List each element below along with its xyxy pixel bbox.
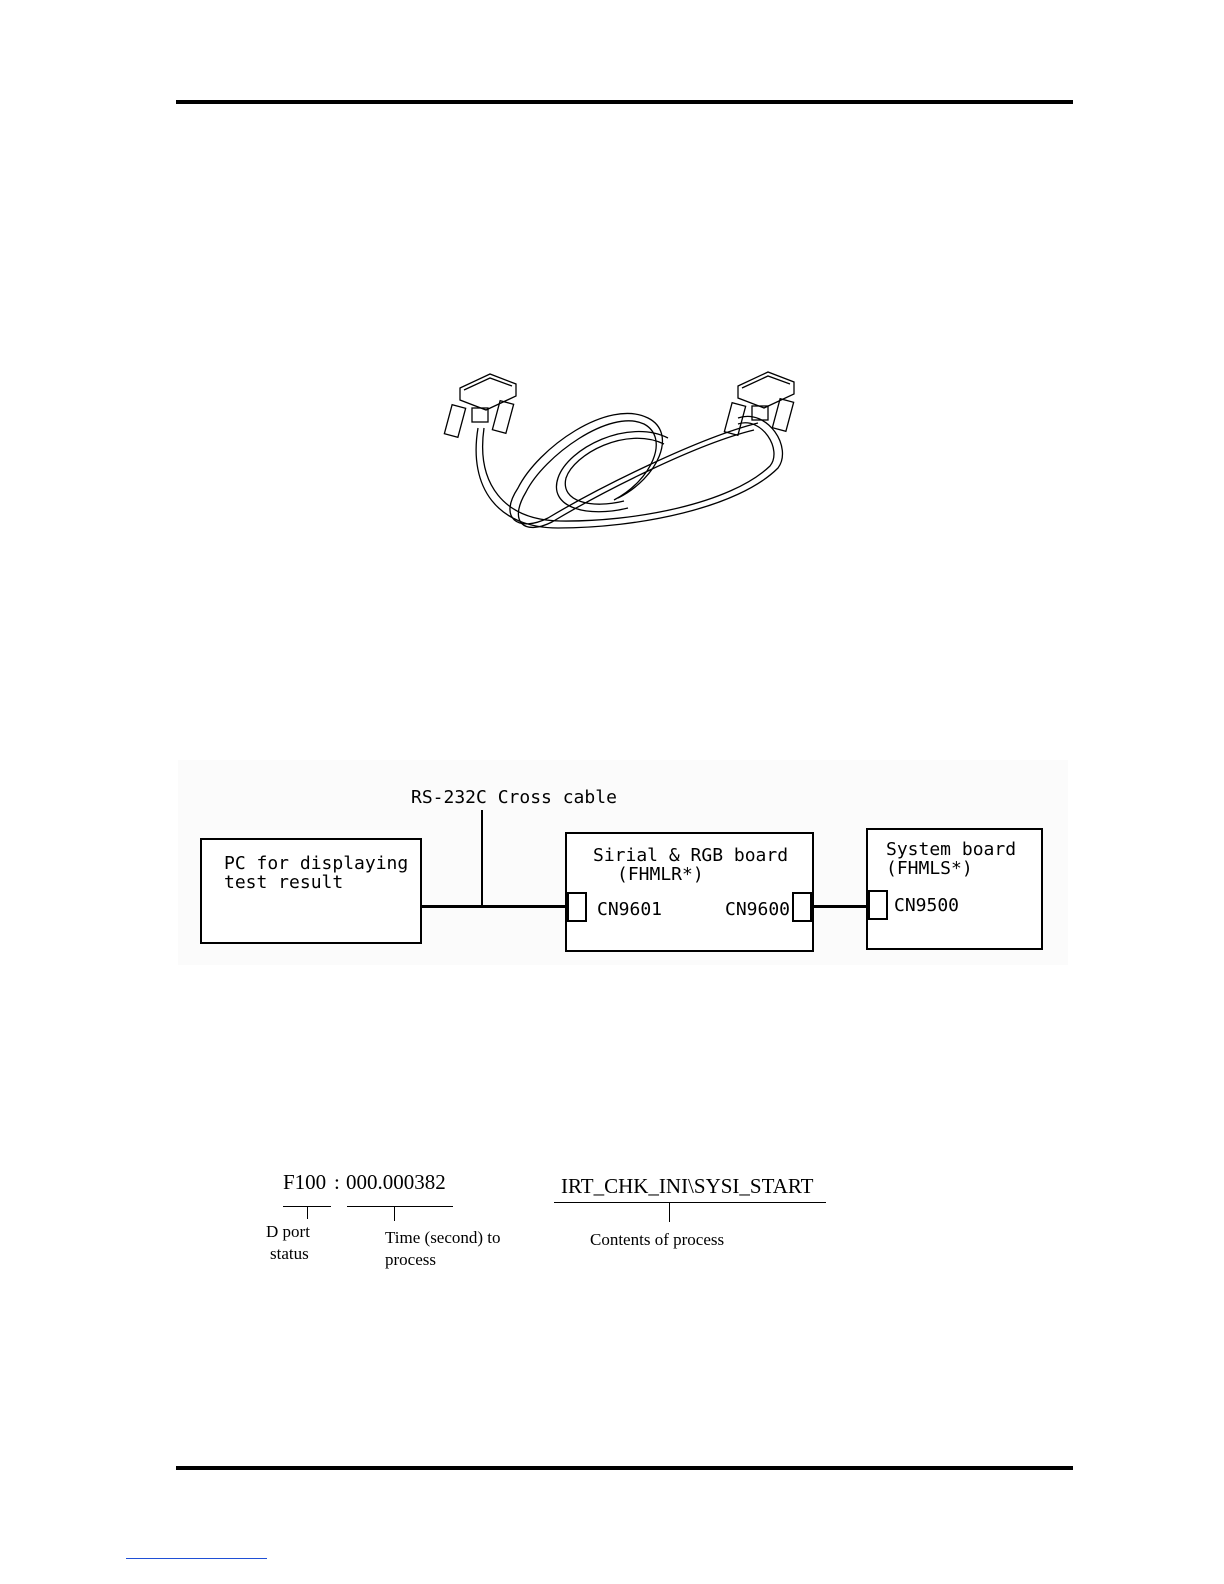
process-underline [554, 1202, 826, 1203]
cable-line-pc-to-serial [422, 905, 566, 908]
process-tick [669, 1202, 670, 1222]
cable-label-leader [481, 810, 483, 906]
port-cn9601 [567, 892, 587, 922]
cable-label: RS-232C Cross cable [411, 788, 617, 807]
header-rule [176, 100, 1073, 104]
serial-board-line1: Sirial & RGB board [593, 846, 788, 865]
label-time-line2: process [385, 1250, 436, 1270]
system-board-line1: System board [886, 840, 1016, 859]
pc-box-line1: PC for displaying [224, 854, 408, 873]
pc-box: PC for displaying test result [200, 838, 422, 944]
footer-link-underline[interactable] [126, 1558, 267, 1559]
system-board-box: System board (FHMLS*) CN9500 [866, 828, 1043, 950]
connection-diagram: RS-232C Cross cable PC for displaying te… [178, 760, 1068, 965]
log-dport-code: F100 [283, 1170, 326, 1195]
serial-board-line2: (FHMLR*) [617, 865, 704, 884]
label-contents: Contents of process [590, 1230, 724, 1250]
dport-tick [307, 1206, 308, 1219]
system-board-line2: (FHMLS*) [886, 859, 973, 878]
port-cn9601-label: CN9601 [597, 900, 662, 919]
log-time-value: 000.000382 [346, 1170, 446, 1195]
port-cn9600-label: CN9600 [725, 900, 790, 919]
port-cn9500 [868, 890, 888, 920]
log-process-name: IRT_CHK_INI\SYSI_START [561, 1174, 813, 1199]
time-tick [394, 1206, 395, 1221]
label-dport-line1: D port [266, 1222, 310, 1242]
rs232c-cable-illustration [438, 368, 810, 538]
port-cn9500-label: CN9500 [894, 896, 959, 915]
serial-rgb-board-box: Sirial & RGB board (FHMLR*) CN9601 CN960… [565, 832, 814, 952]
label-dport-line2: status [270, 1244, 309, 1264]
port-cn9600 [792, 892, 812, 922]
cable-line-serial-to-system [814, 905, 869, 908]
footer-rule [176, 1466, 1073, 1470]
log-output-example: F100 : 000.000382 IRT_CHK_INI\SYSI_START… [250, 1160, 870, 1290]
time-underline [347, 1206, 453, 1207]
pc-box-line2: test result [224, 873, 343, 892]
label-time-line1: Time (second) to [385, 1228, 501, 1248]
log-separator: : [334, 1170, 340, 1195]
